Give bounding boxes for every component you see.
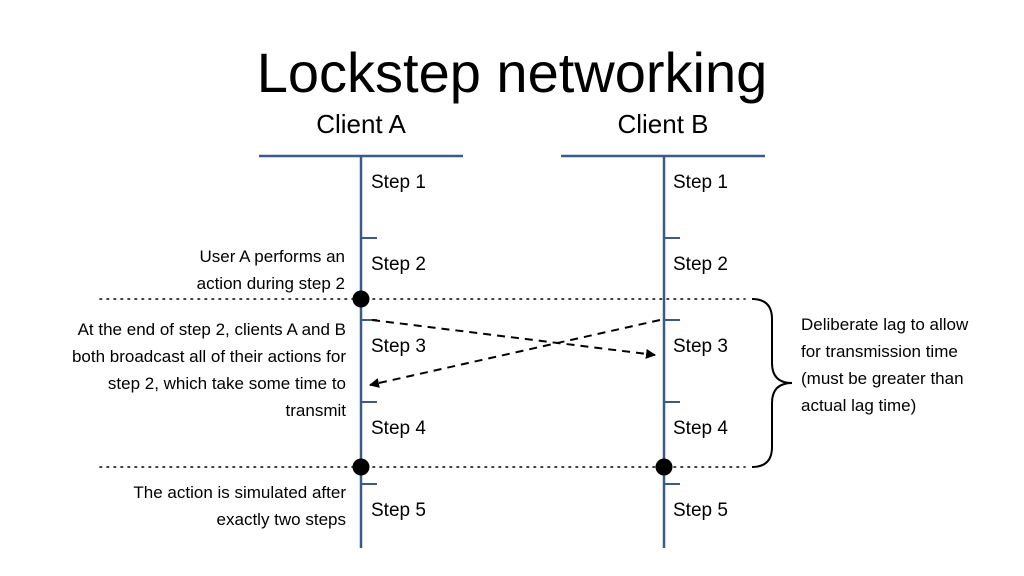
client-a-step-5: Step 5 [371, 500, 426, 521]
slide-title: Lockstep networking [256, 41, 768, 104]
broadcast-arrow-a-to-b [371, 319, 656, 359]
client-b-step-5: Step 5 [673, 500, 728, 521]
action-event-dot [352, 290, 370, 308]
broadcast-arrow-b-to-a [369, 319, 661, 388]
client-a-step-2: Step 2 [371, 254, 426, 275]
client-a-step-4: Step 4 [371, 418, 426, 439]
client-b-timeline [561, 154, 765, 548]
lag-curly-brace [751, 298, 793, 468]
simulated-note: The action is simulated after exactly tw… [133, 483, 346, 529]
client-a-simulate-dot [352, 458, 370, 476]
client-a-step-3: Step 3 [371, 336, 426, 357]
user-action-note: User A performs an action during step 2 [196, 247, 345, 293]
client-b-simulate-dot [655, 458, 673, 476]
client-a-label: Client A [316, 109, 406, 139]
client-b-label: Client B [617, 109, 709, 139]
client-a-timeline [259, 154, 463, 548]
broadcast-note: At the end of step 2, clients A and B bo… [71, 320, 346, 420]
client-a-step-1: Step 1 [371, 172, 426, 193]
deliberate-lag-note: Deliberate lag to allow for transmission… [801, 315, 969, 415]
client-b-step-2: Step 2 [673, 254, 728, 275]
client-b-step-3: Step 3 [673, 336, 728, 357]
client-b-step-1: Step 1 [673, 172, 728, 193]
client-b-step-4: Step 4 [673, 418, 728, 439]
